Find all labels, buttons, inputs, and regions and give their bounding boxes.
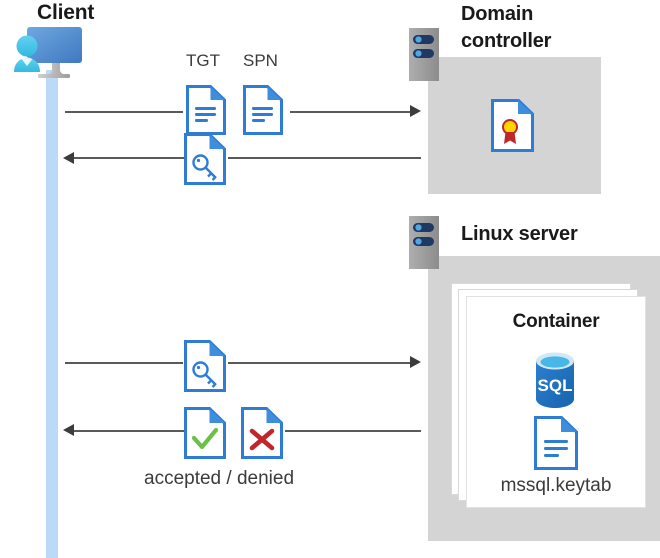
domain-controller-title-line2: controller xyxy=(461,30,552,52)
tgt-document-icon xyxy=(186,85,226,140)
flow-present-arrowhead xyxy=(410,356,421,368)
flow-result-line-left xyxy=(74,430,184,432)
spn-document-icon xyxy=(243,85,283,140)
spn-label: SPN xyxy=(243,51,278,70)
domain-controller-server-icon xyxy=(409,28,439,81)
linux-server-title: Linux server xyxy=(461,223,578,245)
domain-controller-title: Domain controller xyxy=(461,1,631,55)
flow-ticket-arrowhead xyxy=(63,152,74,164)
ticket-key-document-icon-1 xyxy=(184,133,226,190)
svg-text:SQL: SQL xyxy=(538,376,573,395)
client-workstation-icon xyxy=(8,24,94,80)
flow-ticket-line-left xyxy=(74,157,184,159)
flow-present-line-right xyxy=(228,362,411,364)
keytab-document-icon xyxy=(534,416,578,475)
linux-server-icon xyxy=(409,216,439,269)
domain-controller-title-line1: Domain xyxy=(461,3,534,25)
flow-result-arrowhead xyxy=(63,424,74,436)
certificate-document-icon xyxy=(491,99,534,157)
sql-database-icon: SQL xyxy=(524,349,586,416)
client-lifeline xyxy=(46,70,58,558)
flow-present-line-left xyxy=(65,362,183,364)
flow-request-line-left xyxy=(65,111,183,113)
accepted-document-icon xyxy=(184,407,226,464)
accepted-denied-label: accepted / denied xyxy=(144,468,295,489)
flow-result-line-right xyxy=(285,430,421,432)
container-card-front: Container SQL xyxy=(466,296,646,508)
container-title: Container xyxy=(512,311,600,332)
flow-request-line-right xyxy=(290,111,411,113)
tgt-label: TGT xyxy=(186,51,220,70)
denied-document-icon xyxy=(241,407,283,464)
ticket-key-document-icon-2 xyxy=(184,340,226,397)
client-title: Client xyxy=(37,1,95,24)
flow-request-arrowhead xyxy=(410,105,421,117)
keytab-filename-label: mssql.keytab xyxy=(500,475,612,496)
flow-ticket-line-right xyxy=(228,157,421,159)
